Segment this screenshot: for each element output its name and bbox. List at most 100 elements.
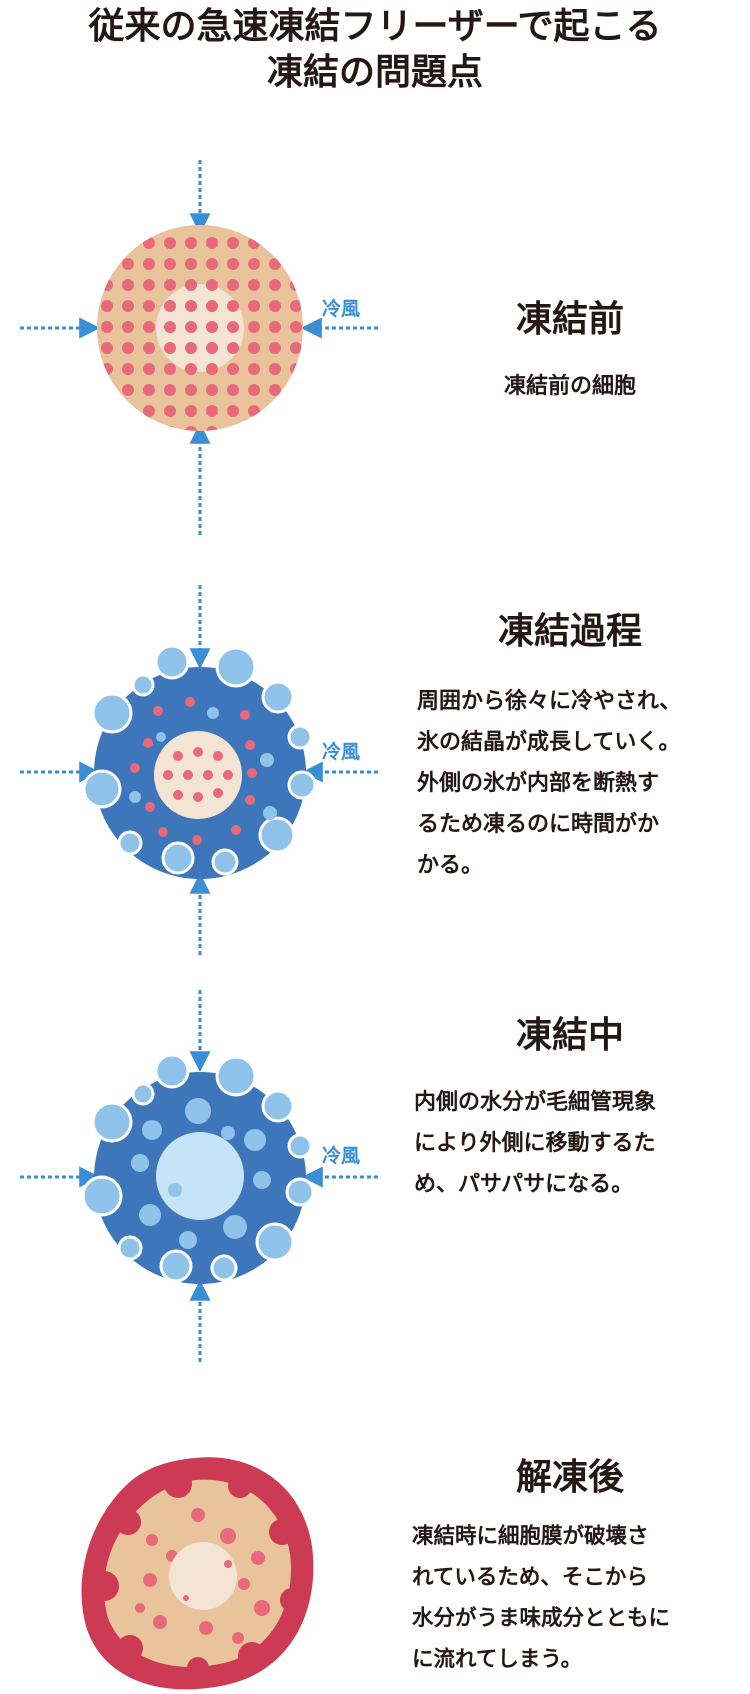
cell-dot <box>143 321 155 333</box>
nucleus-dot <box>183 1595 189 1601</box>
cell-dot <box>143 237 155 249</box>
desc-line: 外側の氷が内部を断熱す <box>417 771 660 796</box>
stage-heading-freezing-process: 凍結過程 <box>497 611 642 652</box>
cell-dot <box>248 237 260 249</box>
cell-dot <box>269 279 281 291</box>
cell-dot <box>227 384 239 396</box>
stage-description-before: 凍結前の細胞 <box>420 366 720 407</box>
cell-dot <box>269 258 281 270</box>
desc-line: に流れてしまう。 <box>412 1647 583 1672</box>
cell-dot <box>122 321 134 333</box>
before-freezing-diagram: 冷風 <box>20 160 378 535</box>
stage-during-freezing: 冷風 <box>0 990 420 1370</box>
cell-dot <box>248 300 260 312</box>
cell-dot <box>143 384 155 396</box>
cell-dot <box>164 342 176 354</box>
cell-dot <box>206 237 218 249</box>
nucleus-dot <box>224 1560 232 1568</box>
wind-label: 冷風 <box>322 297 360 320</box>
nucleus-dots <box>163 747 233 802</box>
cell-dot <box>290 426 302 431</box>
cell-dot <box>290 342 302 354</box>
cell-dot <box>122 405 134 417</box>
cell-dot <box>269 426 281 431</box>
stage-heading-during: 凍結中 <box>515 1015 624 1056</box>
cell-dot <box>101 279 113 291</box>
cell-dot <box>227 342 239 354</box>
desc-line: れているため、そこから <box>412 1565 648 1590</box>
cell-dot <box>101 363 113 375</box>
cell-dot <box>185 300 197 312</box>
cell-dot <box>206 342 218 354</box>
cell-dot <box>269 363 281 375</box>
cell-dot <box>185 384 197 396</box>
cell-dot <box>206 363 218 375</box>
desc-line: め、パサパサになる。 <box>414 1172 634 1197</box>
cell-dot <box>143 363 155 375</box>
cell-nucleus-water <box>156 1132 244 1220</box>
cell-dot <box>101 405 113 417</box>
cell-dot <box>290 258 302 270</box>
cell-dot <box>269 237 281 249</box>
stage-description-during: 内側の水分が毛細管現象 により外側に移動するた め、パサパサになる。 <box>414 1082 734 1205</box>
cell-dot <box>143 342 155 354</box>
cell-dot <box>185 258 197 270</box>
page-title: 従来の急速凍結フリーザーで起こる 凍結の問題点 <box>0 4 750 96</box>
cell-dot <box>290 300 302 312</box>
desc-line: 内側の水分が毛細管現象 <box>414 1090 657 1115</box>
cell-dot <box>269 384 281 396</box>
cell-dot <box>164 237 176 249</box>
cell-dot <box>101 258 113 270</box>
cell-dot <box>290 405 302 417</box>
cell-dot <box>143 300 155 312</box>
stage-before-freezing: 冷風 <box>0 160 420 540</box>
cell-dot <box>101 237 113 249</box>
cell-dot <box>290 384 302 396</box>
cell-dot <box>122 363 134 375</box>
cell-dot <box>206 426 218 431</box>
cell-dot <box>248 342 260 354</box>
water-droplet <box>168 1183 182 1197</box>
stage-description-after: 凍結時に細胞膜が破壊さ れているため、そこから 水分がうま味成分とともに に流れ… <box>412 1516 742 1680</box>
cell-dot <box>164 321 176 333</box>
stage-after-thawing <box>0 1450 420 1694</box>
cell-dot <box>248 363 260 375</box>
title-line-2: 凍結の問題点 <box>266 52 483 93</box>
freezing-process-diagram: 冷風 <box>20 585 378 955</box>
cell-dot <box>227 300 239 312</box>
wind-label: 冷風 <box>322 1144 360 1167</box>
desc-line: 凍結時に細胞膜が破壊さ <box>412 1524 649 1549</box>
inner-ice-crystals <box>131 1098 271 1249</box>
cell-dot <box>164 384 176 396</box>
cell-dot <box>164 279 176 291</box>
cell-dot <box>164 405 176 417</box>
cell-dot <box>269 300 281 312</box>
cell-dot <box>101 342 113 354</box>
cell-dot <box>227 258 239 270</box>
desc-line: るため凍るのに時間がか <box>417 812 660 837</box>
desc-line: により外側に移動するた <box>414 1131 656 1156</box>
stage-description-freezing-process: 周囲から徐々に冷やされ、 氷の結晶が成長していく。 外側の氷が内部を断熱す るた… <box>417 681 737 886</box>
desc-line: 氷の結晶が成長していく。 <box>417 730 681 755</box>
stage-heading-after: 解凍後 <box>515 1457 624 1498</box>
after-thawing-diagram <box>81 1457 314 1690</box>
cell-dot <box>227 405 239 417</box>
cell-dot <box>269 405 281 417</box>
cell-dot <box>248 384 260 396</box>
cell-dot <box>206 321 218 333</box>
cell-dot <box>185 405 197 417</box>
cell-dot <box>143 279 155 291</box>
cell-dot <box>206 300 218 312</box>
cell-dot <box>122 342 134 354</box>
cell-dot <box>164 258 176 270</box>
cell-dot <box>185 237 197 249</box>
cell-dot <box>101 300 113 312</box>
cell-dot <box>122 426 134 431</box>
during-freezing-diagram: 冷風 <box>20 990 378 1362</box>
outer-ice-crystals <box>82 644 317 876</box>
membrane-breaches <box>89 1470 304 1679</box>
cell-dot <box>227 279 239 291</box>
cell-dot <box>206 279 218 291</box>
wind-label: 冷風 <box>322 740 360 763</box>
cell-dot <box>143 405 155 417</box>
